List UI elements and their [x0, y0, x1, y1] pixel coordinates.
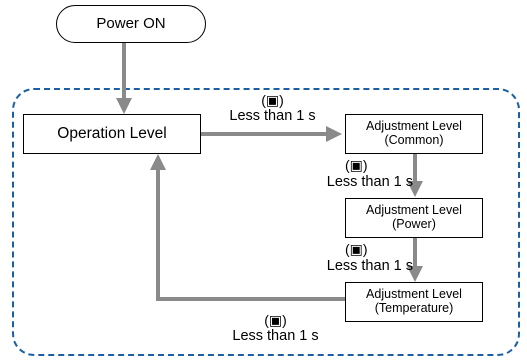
adjustment-common-title: Adjustment Level [366, 119, 462, 134]
adjustment-power-node: Adjustment Level (Power) [345, 198, 483, 238]
mode-key-icon: (▣) [345, 157, 368, 173]
power-on-node: Power ON [56, 5, 206, 43]
arrow-temperature-to-operation [150, 154, 345, 301]
operation-level-node: Operation Level [23, 114, 201, 154]
power-on-label: Power ON [96, 14, 166, 32]
transition-text: Less than 1 s [326, 174, 413, 190]
operation-level-label: Operation Level [57, 125, 167, 143]
transition-label-operation-to-common: (▣) Less than 1 s [210, 92, 335, 125]
adjustment-common-subtitle: (Common) [384, 133, 444, 147]
transition-label-common-to-power: (▣) [340, 157, 415, 173]
transition-text: Less than 1 s [326, 258, 413, 274]
adjustment-temperature-title: Adjustment Level [366, 287, 462, 302]
adjustment-common-node: Adjustment Level (Common) [345, 114, 483, 154]
adjustment-temperature-subtitle: (Temperature) [374, 301, 454, 315]
mode-key-icon: (▣) [345, 241, 368, 257]
transition-label-temperature-to-operation: (▣) Less than 1 s [213, 312, 338, 345]
transition-text: Less than 1 s [229, 108, 316, 125]
transition-text: Less than 1 s [232, 328, 319, 345]
transition-label-power-to-temperature: (▣) [340, 241, 415, 257]
transition-text-common-to-power: Less than 1 s [265, 174, 413, 191]
adjustment-group-border [12, 88, 520, 356]
mode-key-icon: (▣) [264, 312, 287, 328]
adjustment-temperature-node: Adjustment Level (Temperature) [345, 282, 483, 322]
adjustment-power-subtitle: (Power) [392, 217, 436, 231]
mode-key-icon: (▣) [261, 92, 284, 108]
transition-text-power-to-temperature: Less than 1 s [265, 258, 413, 275]
adjustment-power-title: Adjustment Level [366, 203, 462, 218]
